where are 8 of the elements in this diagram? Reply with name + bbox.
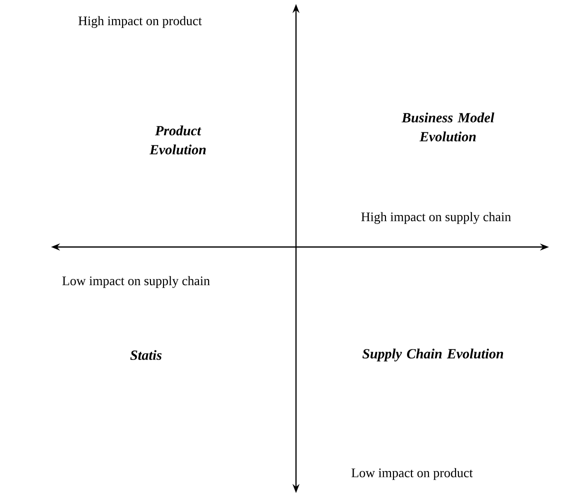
- axis-label: Low impact on product: [352, 468, 473, 480]
- quadrant-title: Supply Chain Evolution: [362, 348, 504, 362]
- quadrant-title: Statis: [130, 350, 162, 360]
- quadrant-title: Business Model Evolution: [402, 112, 494, 142]
- axis-label: Low impact on supply chain: [62, 276, 210, 288]
- axis-label: High impact on supply chain: [361, 212, 511, 224]
- quadrant-title: Product Evolution: [150, 126, 206, 154]
- axis-label: High impact on product: [78, 16, 202, 28]
